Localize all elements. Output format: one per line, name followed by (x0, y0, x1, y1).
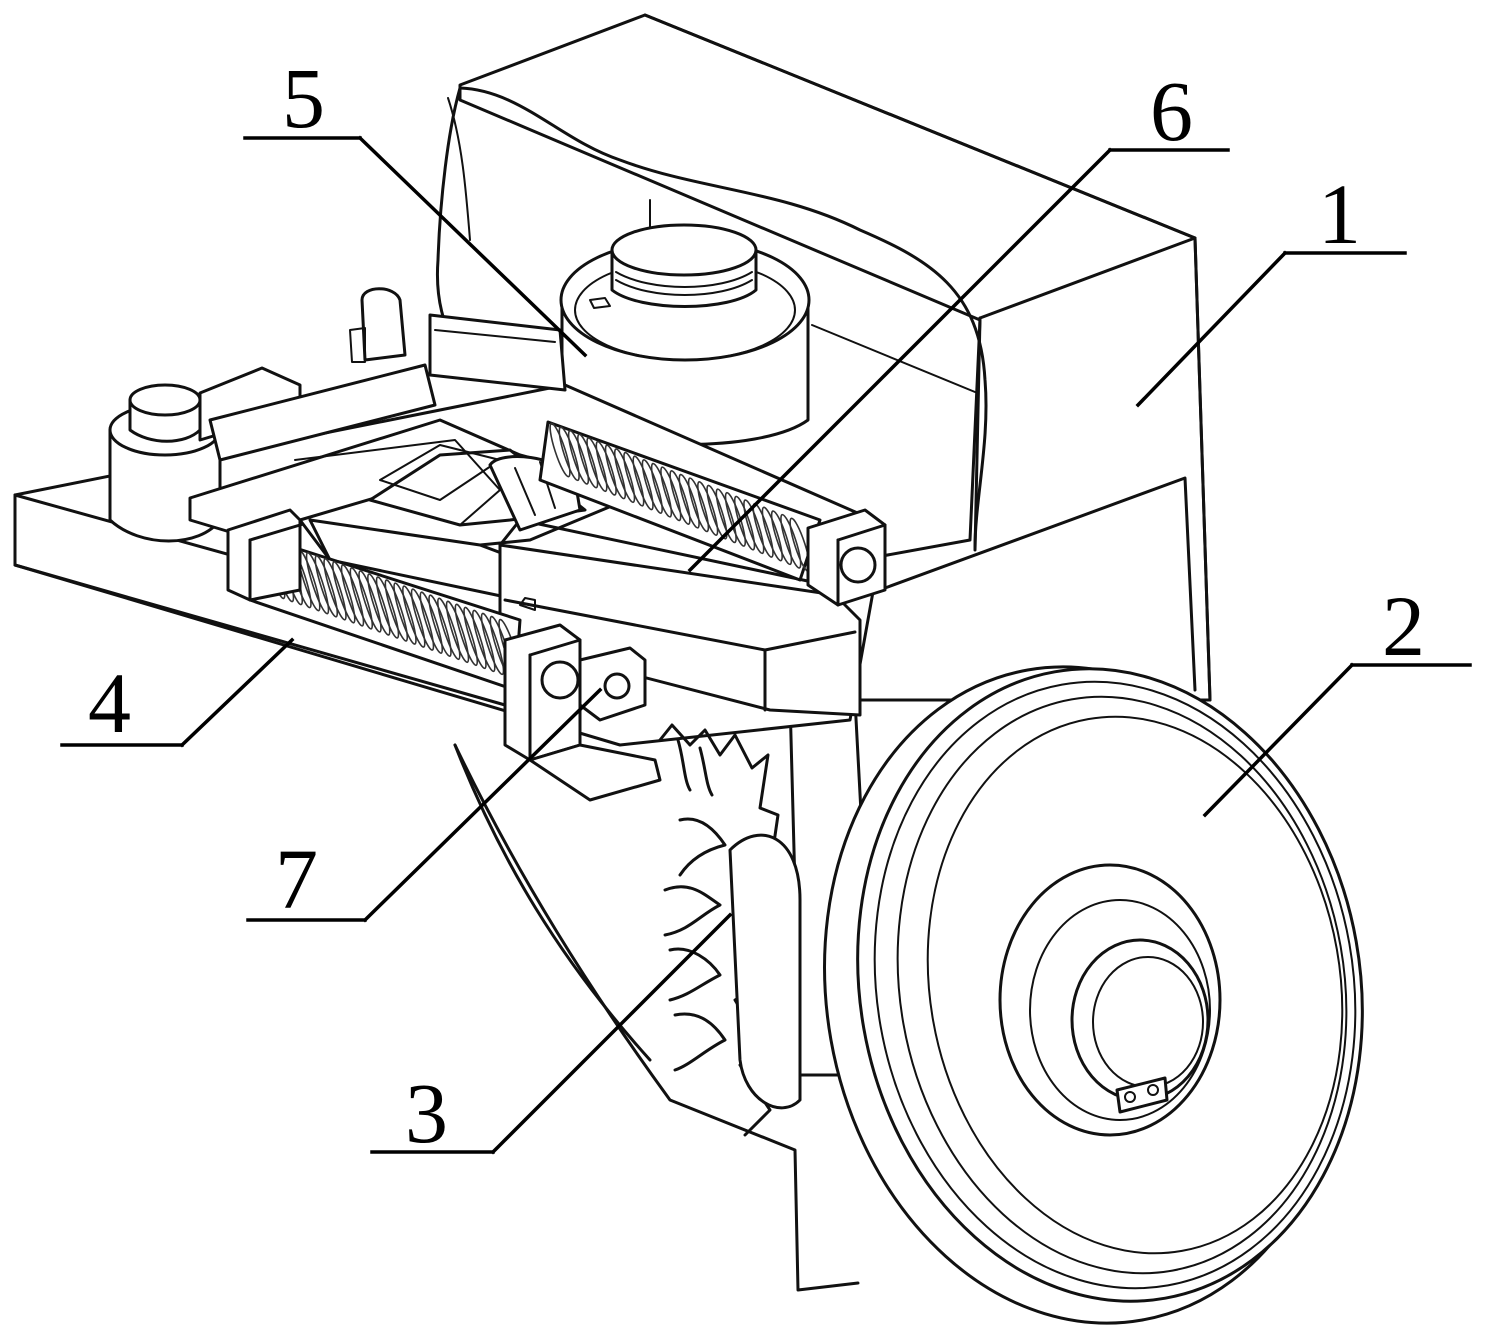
spring-coil (669, 470, 691, 525)
spring-coil (402, 585, 426, 648)
spring-coil (715, 488, 737, 544)
spring-coil (454, 603, 479, 667)
leader-lines (60, 135, 1472, 1155)
spring-coil (577, 433, 599, 489)
spring-coil (410, 588, 435, 651)
spring-coil (323, 558, 347, 621)
spring-coil (660, 466, 682, 522)
spring-coil (445, 600, 470, 664)
spring-coil (678, 473, 700, 529)
slide-frame (188, 418, 862, 717)
motor-cap (559, 223, 811, 446)
spring-coil (586, 437, 608, 493)
spring-coil (687, 477, 710, 533)
spring-coil (650, 462, 673, 518)
spring-coil (743, 499, 765, 555)
spring-coil (358, 570, 382, 633)
callout-4: 4 (88, 655, 131, 751)
spring-coil (697, 481, 719, 536)
spring-coil (305, 551, 330, 615)
spring-coil (549, 422, 571, 478)
spring-coil (314, 555, 339, 618)
spring-coil (613, 448, 636, 504)
wheel (823, 665, 1364, 1325)
spring-coil (733, 495, 756, 551)
spring-coil (595, 440, 617, 496)
spring-coil (332, 561, 356, 624)
spring-coil (375, 576, 400, 639)
spring-coil (761, 506, 783, 562)
gear (658, 723, 802, 1137)
spring-coil (780, 513, 802, 569)
spring-coil (472, 609, 496, 673)
end-block-right (806, 508, 887, 607)
callout-5: 5 (282, 50, 325, 146)
spring-coil (419, 591, 444, 654)
spring-coil (706, 484, 728, 540)
spring-coil (632, 455, 654, 511)
spring-coil (604, 444, 627, 500)
spring-coil (641, 459, 663, 514)
spring-coil (437, 597, 461, 661)
callout-7: 7 (275, 831, 318, 927)
callout-1: 1 (1318, 166, 1361, 262)
sensor (519, 597, 662, 802)
spring-coil (463, 606, 487, 670)
callout-3: 3 (405, 1065, 448, 1161)
spring-coil (349, 567, 374, 630)
callout-2: 2 (1382, 578, 1425, 674)
spring-coil (393, 582, 417, 645)
callout-6: 6 (1150, 63, 1193, 159)
spring-coil (623, 451, 645, 507)
spring-coil (558, 426, 580, 482)
spring-coil (367, 573, 391, 636)
spring-coil (428, 594, 452, 657)
spring-coil (384, 579, 409, 642)
spring-coil (567, 429, 590, 485)
end-block-left (226, 508, 302, 602)
rear-spring (538, 420, 822, 582)
spring-coil (340, 564, 365, 627)
spring-coil (770, 510, 793, 566)
end-block-front (503, 623, 582, 762)
spring-coil (480, 612, 505, 676)
